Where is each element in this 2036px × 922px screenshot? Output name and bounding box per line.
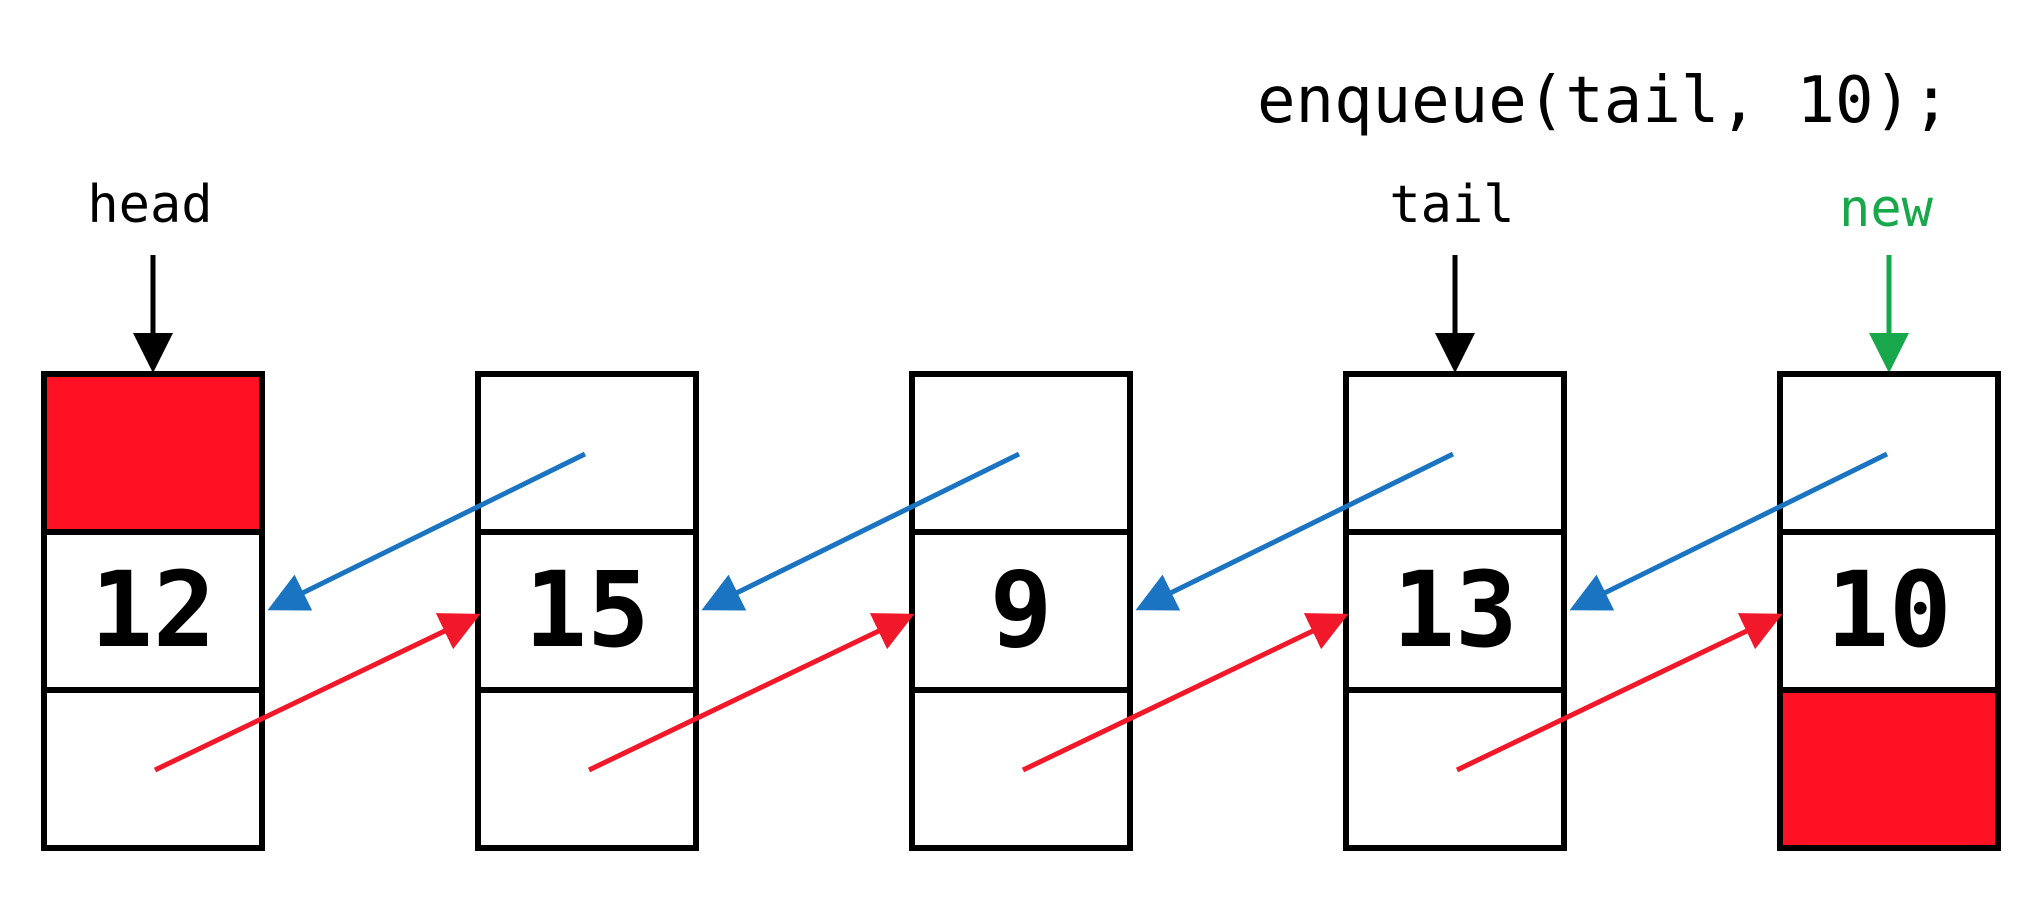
prev-pointer-cell	[475, 371, 699, 535]
code-statement: enqueue(tail, 10);	[1257, 64, 1951, 138]
prev-pointer-cell	[909, 371, 1133, 535]
node-value: 12	[90, 549, 215, 671]
next-link-arrow	[153, 613, 481, 773]
prev-link-arrow	[701, 451, 1021, 611]
prev-pointer-cell	[1343, 371, 1567, 535]
prev-pointer-cell	[1777, 371, 2001, 535]
list-node: 9	[909, 371, 1133, 851]
prev-link-arrow	[1135, 451, 1455, 611]
next-pointer-cell	[475, 687, 699, 851]
list-node: 10	[1777, 371, 2001, 851]
pointer-head: head	[87, 175, 213, 373]
next-link-arrow	[1455, 613, 1783, 773]
next-pointer-cell	[41, 687, 265, 851]
node-value: 9	[990, 549, 1053, 671]
pointer-label: new	[1839, 179, 1934, 239]
node-links	[153, 451, 1889, 773]
next-null-cell	[1777, 687, 2001, 851]
list-node: 12	[41, 371, 265, 851]
node-value: 10	[1826, 549, 1951, 671]
value-cell	[41, 529, 265, 693]
pointer-tail: tail	[1389, 175, 1515, 373]
next-link-arrow	[1021, 613, 1349, 773]
value-cell	[475, 529, 699, 693]
list-nodes: 12 15 9 13 10	[41, 371, 2001, 851]
pointer-labels: head tail new	[87, 175, 1934, 373]
pointer-new: new	[1839, 179, 1934, 373]
prev-link-arrow	[1569, 451, 1889, 611]
value-cell	[909, 529, 1133, 693]
pointer-label: head	[87, 175, 212, 235]
next-link-arrow	[587, 613, 915, 773]
node-value: 15	[524, 549, 649, 671]
node-value: 13	[1392, 549, 1517, 671]
list-node: 13	[1343, 371, 1567, 851]
prev-null-cell	[41, 371, 265, 535]
next-pointer-cell	[909, 687, 1133, 851]
list-node: 15	[475, 371, 699, 851]
pointer-label: tail	[1389, 175, 1514, 235]
prev-link-arrow	[267, 451, 587, 611]
next-pointer-cell	[1343, 687, 1567, 851]
